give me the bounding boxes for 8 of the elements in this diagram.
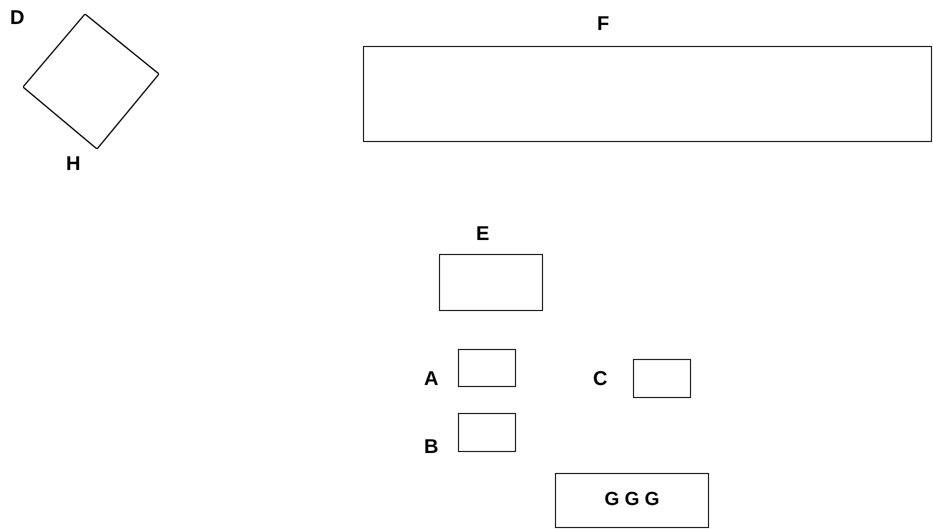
box-label: A	[424, 367, 438, 391]
box-label: E	[476, 222, 490, 246]
box-label: H	[66, 152, 80, 176]
box-label: D	[10, 6, 24, 30]
box-label: C	[593, 367, 608, 391]
box-label: F	[597, 12, 610, 36]
box-label: B	[424, 435, 438, 459]
rectangle-box: G G G	[555, 473, 709, 528]
